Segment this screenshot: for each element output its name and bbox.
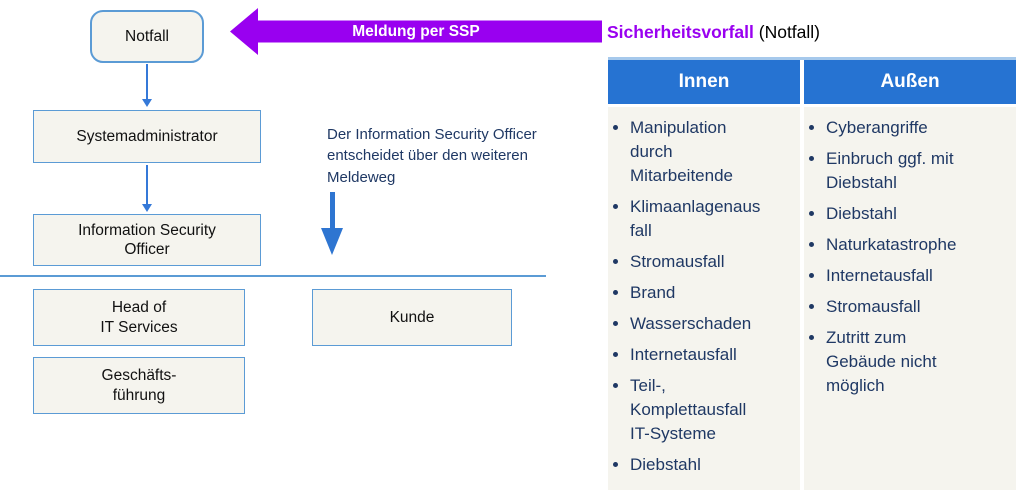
table-header-row: Innen Außen [608, 60, 1016, 104]
flow-node-head-of-it-services: Head of IT Services [33, 289, 245, 346]
list-item: Cyberangriffe [826, 116, 970, 140]
decision-down-arrow-icon [330, 192, 335, 229]
flow-node-notfall: Notfall [90, 10, 204, 63]
flow-node-information-security-officer: Information Security Officer [33, 214, 261, 266]
incident-table: Innen Außen Manipulation durch Mitarbeit… [608, 57, 1016, 490]
decision-down-arrowhead-icon [321, 228, 343, 255]
flow-node-kunde: Kunde [312, 289, 512, 346]
list-item: Internetausfall [630, 343, 765, 367]
table-body-row: Manipulation durch MitarbeitendeKlimaanl… [608, 107, 1016, 490]
list-item: Naturkatastrophe [826, 233, 970, 257]
flow-node-geschaeftsfuehrung: Geschäfts- führung [33, 357, 245, 414]
innen-list: Manipulation durch MitarbeitendeKlimaanl… [608, 107, 800, 477]
heading-suffix: (Notfall) [758, 22, 821, 42]
list-item: Stromausfall [630, 250, 765, 274]
heading-highlight: Sicherheitsvorfall [607, 22, 754, 42]
list-item: Wasserschaden [630, 312, 765, 336]
cell-aussen: CyberangriffeEinbruch ggf. mit Diebstahl… [804, 107, 1016, 490]
column-header-innen: Innen [608, 60, 800, 104]
connector-notfall-sysadmin [146, 64, 148, 100]
meldung-arrow-label: Meldung per SSP [352, 23, 480, 40]
cell-innen: Manipulation durch MitarbeitendeKlimaanl… [608, 107, 800, 490]
table-heading: Sicherheitsvorfall (Notfall) [607, 22, 820, 43]
connector-arrowhead-icon [142, 99, 152, 107]
meldung-left-arrow-icon [230, 8, 602, 55]
list-item: Teil-, Komplettausfall IT-Systeme [630, 374, 765, 446]
aussen-list: CyberangriffeEinbruch ggf. mit Diebstahl… [804, 107, 1016, 398]
list-item: Brand [630, 281, 765, 305]
escalation-divider-line [0, 275, 546, 277]
table-top-accent-line [608, 57, 1016, 60]
list-item: Zutritt zum Gebäude nicht möglich [826, 326, 970, 398]
connector-arrowhead-icon [142, 204, 152, 212]
connector-sysadmin-iso [146, 165, 148, 205]
flow-node-systemadministrator: Systemadministrator [33, 110, 261, 163]
list-item: Manipulation durch Mitarbeitende [630, 116, 765, 188]
list-item: Klimaanlagenausfall [630, 195, 765, 243]
list-item: Diebstahl [826, 202, 970, 226]
list-item: Diebstahl [630, 453, 765, 477]
list-item: Internetausfall [826, 264, 970, 288]
column-header-aussen: Außen [804, 60, 1016, 104]
list-item: Stromausfall [826, 295, 970, 319]
list-item: Einbruch ggf. mit Diebstahl [826, 147, 970, 195]
iso-decision-note: Der Information Security Officer entsche… [327, 126, 537, 186]
